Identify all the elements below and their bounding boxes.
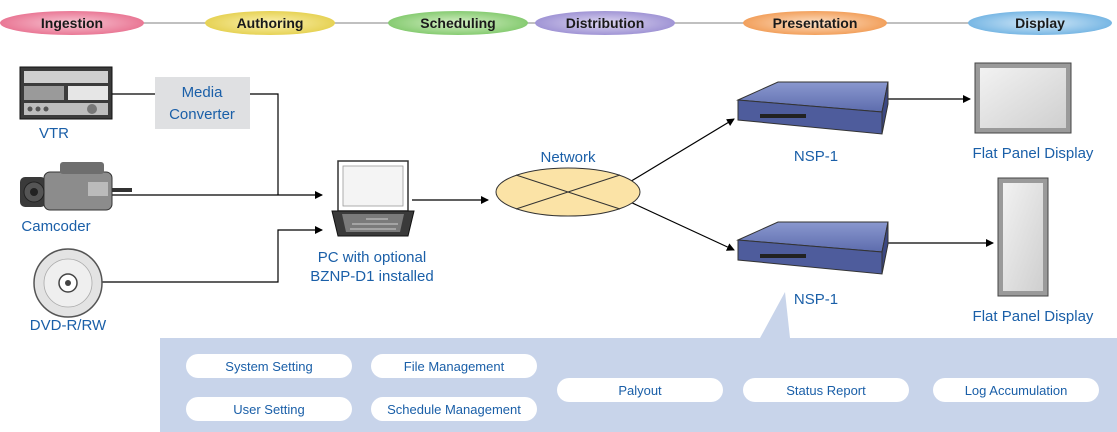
camcoder-label: Camcoder	[21, 218, 90, 235]
vtr-icon	[19, 66, 113, 120]
network-to-nsp-top-arrow	[627, 118, 735, 184]
media-converter-label-line1: Media	[182, 84, 224, 101]
stage-scheduling: Scheduling	[388, 11, 528, 35]
flat-panel-bottom-label: Flat Panel Display	[973, 308, 1094, 325]
pc-label-line1: PC with optional	[318, 249, 426, 266]
dvd-label: DVD-R/RW	[30, 317, 107, 334]
stage-authoring: Authoring	[205, 11, 335, 35]
flat-panel-portrait-icon	[997, 177, 1049, 297]
stage-distribution: Distribution	[535, 11, 675, 35]
function-user-setting[interactable]: User Setting	[186, 397, 352, 421]
stage-label: Distribution	[566, 15, 645, 31]
stage-label: Authoring	[237, 15, 304, 31]
function-label: Status Report	[786, 383, 866, 398]
stage-ingestion: Ingestion	[0, 11, 144, 35]
stage-presentation: Presentation	[743, 11, 887, 35]
function-label: Palyout	[618, 383, 662, 398]
vtr-label: VTR	[39, 125, 69, 142]
function-system-setting[interactable]: System Setting	[186, 354, 352, 378]
stage-label: Ingestion	[41, 15, 103, 31]
function-status-report[interactable]: Status Report	[743, 378, 909, 402]
network-to-nsp-bottom-arrow	[627, 200, 735, 251]
laptop-pc-icon	[331, 160, 415, 237]
function-log-accumulation[interactable]: Log Accumulation	[933, 378, 1099, 402]
nsp-bottom-label: NSP-1	[794, 291, 838, 308]
stage-label: Presentation	[773, 15, 858, 31]
function-label: File Management	[404, 359, 505, 374]
nsp-top-label: NSP-1	[794, 148, 838, 165]
network-cloud	[495, 167, 641, 217]
stage-label: Display	[1015, 15, 1065, 31]
nsp-bottom-device-icon	[736, 221, 889, 275]
function-palyout[interactable]: Palyout	[557, 378, 723, 402]
dvd-icon	[33, 248, 103, 318]
connector-lines	[98, 93, 994, 283]
function-label: User Setting	[233, 402, 305, 417]
network-label: Network	[540, 149, 596, 166]
function-label: System Setting	[225, 359, 312, 374]
camcoder-icon	[20, 162, 132, 211]
converter-to-pc-line	[250, 93, 279, 195]
media-converter-label-line2: Converter	[169, 106, 235, 123]
function-label: Log Accumulation	[965, 383, 1068, 398]
nsp-top-device-icon	[736, 81, 889, 135]
flat-panel-landscape-icon	[974, 62, 1072, 134]
function-file-management[interactable]: File Management	[371, 354, 537, 378]
dvd-to-pc-arrow	[98, 226, 323, 283]
stage-display: Display	[968, 11, 1112, 35]
function-label: Schedule Management	[387, 402, 521, 417]
stage-label: Scheduling	[420, 15, 495, 31]
flat-panel-top-label: Flat Panel Display	[973, 145, 1094, 162]
pc-label-line2: BZNP-D1 installed	[310, 268, 433, 285]
function-schedule-management[interactable]: Schedule Management	[371, 397, 537, 421]
media-converter-box: Media Converter	[155, 77, 250, 129]
